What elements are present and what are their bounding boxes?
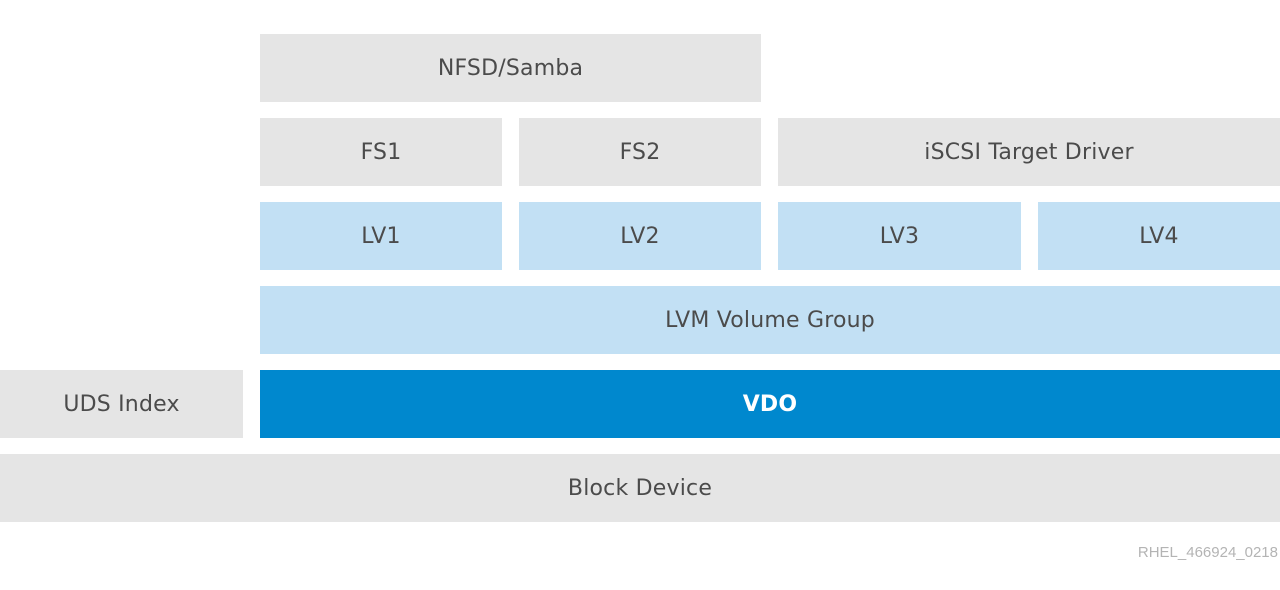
vdo-layer: VDO [260,370,1280,438]
lv1-layer: LV1 [260,202,502,270]
lv4-label: LV4 [1139,223,1179,249]
nfsd-samba-layer: NFSD/Samba [260,34,761,102]
fs2-layer: FS2 [519,118,761,186]
lv4-layer: LV4 [1038,202,1280,270]
lv2-layer: LV2 [519,202,761,270]
uds-index-layer: UDS Index [0,370,243,438]
lv2-label: LV2 [620,223,660,249]
block-device-label: Block Device [567,475,713,501]
fs1-layer: FS1 [260,118,502,186]
lvm-volume-group-layer: LVM Volume Group [260,286,1280,354]
lv1-label: LV1 [361,223,401,249]
fs2-label: FS2 [619,139,661,165]
iscsi-target-driver-label: iSCSI Target Driver [924,139,1134,165]
lv3-layer: LV3 [778,202,1021,270]
uds-index-label: UDS Index [63,391,180,417]
lvm-volume-group-label: LVM Volume Group [665,307,875,333]
iscsi-target-driver-layer: iSCSI Target Driver [778,118,1280,186]
lv3-label: LV3 [879,223,920,249]
block-device-layer: Block Device [0,454,1280,522]
vdo-label: VDO [742,391,798,417]
nfsd-samba-label: NFSD/Samba [437,55,584,81]
figure-id: RHEL_466924_0218 [1137,544,1278,561]
fs1-label: FS1 [360,139,402,165]
